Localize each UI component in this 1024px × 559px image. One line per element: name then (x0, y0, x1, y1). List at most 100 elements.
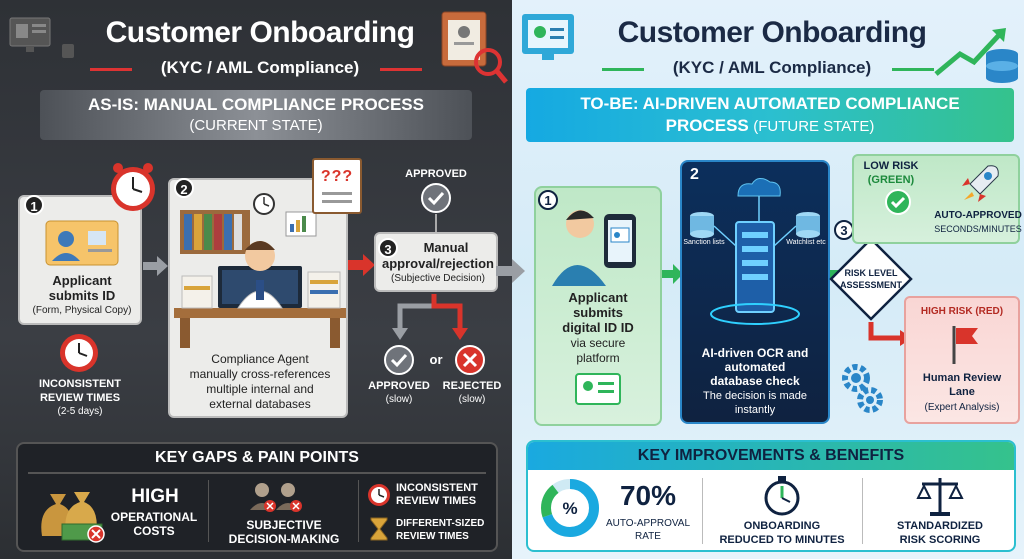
rocket-icon (962, 165, 999, 202)
benefits-title: KEY IMPROVEMENTS & BENEFITS (637, 447, 905, 464)
percent-gauge-icon (541, 479, 599, 537)
gap3b-line2: REVIEW TIMES (396, 531, 469, 542)
step1-title-2: submits ID (48, 288, 116, 303)
sanction-lists-label: Sanction lists (683, 239, 725, 246)
to-be-banner: TO-BE: AI-DRIVEN AUTOMATED COMPLIANCE PR… (526, 88, 1014, 142)
question-clipboard: ??? (312, 158, 362, 214)
step3-card: 3 Manual approval/rejection (Subjective … (374, 232, 498, 292)
verified-id-icon (575, 373, 621, 405)
high-risk-l1: HIGH RISK (RED) (920, 306, 1004, 317)
high-risk-r2: Lane (949, 386, 975, 398)
gap3b-line1: DIFFERENT-SIZED (396, 518, 485, 529)
gaps-title: KEY GAPS & PAIN POINTS (155, 449, 359, 466)
r-step1-card: 1 Applicant submits digital ID ID via se… (534, 186, 662, 426)
approved-check-icon (384, 345, 414, 375)
as-is-banner-sub: (CURRENT STATE) (189, 117, 323, 134)
low-risk-r2: SECONDS/MINUTES (934, 224, 1022, 234)
gears-icon (842, 364, 883, 413)
id-card-icon (45, 220, 119, 266)
outcome-rejected-label: REJECTED (442, 380, 502, 392)
right-title: Customer Onboarding (617, 16, 927, 49)
low-risk-card: LOW RISK (GREEN) AUTO-APPROVED SECONDS/M… (852, 154, 1022, 244)
r-step1-l4: via secure (570, 336, 626, 350)
to-be-panel: Customer Onboarding (KYC / AML Complianc… (512, 0, 1024, 559)
left-subtitle-rule-l (90, 68, 132, 71)
r-step2-l2: automated (724, 360, 786, 374)
step1-detail: (Form, Physical Copy) (32, 305, 132, 316)
to-be-banner-title-1: TO-BE: AI-DRIVEN AUTOMATED COMPLIANCE (580, 94, 960, 113)
r-step2-card: 2 Sanction lists Watchlist etc AI-driven… (680, 160, 830, 424)
benefit1-l2: RATE (635, 531, 661, 542)
balance-scale-icon (916, 478, 964, 516)
green-check-icon (885, 189, 911, 215)
gap3a-line2: REVIEW TIMES (396, 495, 477, 507)
low-risk-l2: (GREEN) (867, 174, 915, 186)
red-flag-icon (952, 326, 978, 364)
benefit2-l2: REDUCED TO MINUTES (719, 534, 845, 546)
gap1-line2: COSTS (133, 524, 175, 538)
id-card-magnifier-icon (441, 11, 508, 84)
as-is-panel: Customer Onboarding (KYC / AML Complianc… (0, 0, 512, 559)
gap2-line1: SUBJECTIVE (246, 518, 322, 532)
to-be-banner-title-2: PROCESS (665, 116, 749, 135)
clock-note-2: REVIEW TIMES (39, 392, 121, 404)
green-arrow-right-icon (662, 264, 683, 284)
watchlist-label: Watchlist etc (786, 239, 826, 246)
low-risk-l1: LOW RISK (863, 160, 919, 172)
step2-line3: multiple internal and (206, 382, 314, 396)
outcome-approved-detail: (slow) (385, 394, 413, 405)
line-connector (435, 214, 437, 234)
benefit2-l1: ONBOARDING (743, 520, 821, 532)
question-marks: ??? (320, 168, 354, 185)
r-step1-l1: Applicant (568, 290, 628, 305)
step3-badge: 3 (378, 238, 398, 258)
step3-line1: Manual (423, 240, 469, 255)
left-subtitle: (KYC / AML Compliance) (160, 58, 360, 77)
r-step1-badge: 1 (538, 190, 558, 210)
hourglass-icon (370, 517, 388, 541)
percent-symbol: % (562, 499, 578, 518)
step2-badge: 2 (174, 178, 194, 198)
approved-top-label: APPROVED (405, 168, 467, 180)
or-label: or (429, 352, 443, 367)
high-risk-card: HIGH RISK (RED) Human Review Lane (Exper… (904, 296, 1020, 424)
step1-title-1: Applicant (52, 273, 112, 288)
gap3a-line1: INCONSISTENT (396, 482, 478, 494)
digital-id-screen-icon (522, 14, 574, 60)
r-step2-num: 2 (690, 166, 699, 183)
alarm-clock-icon (111, 163, 155, 211)
left-subtitle-rule-r (380, 68, 422, 71)
right-subtitle: (KYC / AML Compliance) (672, 58, 872, 77)
person-phone-icon (552, 210, 636, 286)
step1-badge: 1 (24, 195, 44, 215)
gap1-big: HIGH (131, 486, 179, 507)
overwhelmed-agent-illustration (174, 193, 346, 348)
clock-note-3: (2-5 days) (57, 406, 103, 417)
gaps-box: KEY GAPS & PAIN POINTS HIGH OPERATIONAL … (16, 442, 498, 552)
money-bags-icon (41, 492, 105, 543)
left-title: Customer Onboarding (105, 16, 415, 49)
gap1-line1: OPERATIONAL (110, 510, 198, 524)
center-arrow-icon (496, 259, 525, 283)
benefit3-l1: STANDARDIZED (897, 520, 983, 532)
ai-server-illustration (690, 178, 820, 325)
r-step2-l5: instantly (734, 404, 776, 416)
as-is-banner: AS-IS: MANUAL COMPLIANCE PROCESS (CURREN… (40, 90, 472, 140)
benefits-box: KEY IMPROVEMENTS & BENEFITS % 70% AUTO-A… (526, 440, 1016, 552)
red-arrow-right-icon (348, 254, 375, 276)
benefit3-l2: RISK SCORING (899, 534, 981, 546)
r-step1-l5: platform (576, 351, 620, 365)
to-be-banner-line2: PROCESS (FUTURE STATE) (526, 116, 1014, 136)
step1-card: 1 Applicant submits ID (Form, Physical C… (18, 195, 142, 325)
stopwatch-icon (764, 476, 800, 516)
r-step1-l3: digital ID ID (562, 320, 634, 335)
right-subtitle-rule-l (602, 68, 644, 71)
r-step2-l1: AI-driven OCR and (701, 346, 809, 360)
clock-small-icon (368, 484, 390, 506)
step2-card: 2 (168, 178, 348, 418)
arrow-right-icon (143, 256, 168, 276)
r-step3-l2: ASSESSMENT (839, 280, 902, 290)
gap2-line2: DECISION-MAKING (228, 532, 340, 546)
desktop-monitor-icon (9, 17, 74, 58)
check-circle-icon (421, 183, 451, 213)
